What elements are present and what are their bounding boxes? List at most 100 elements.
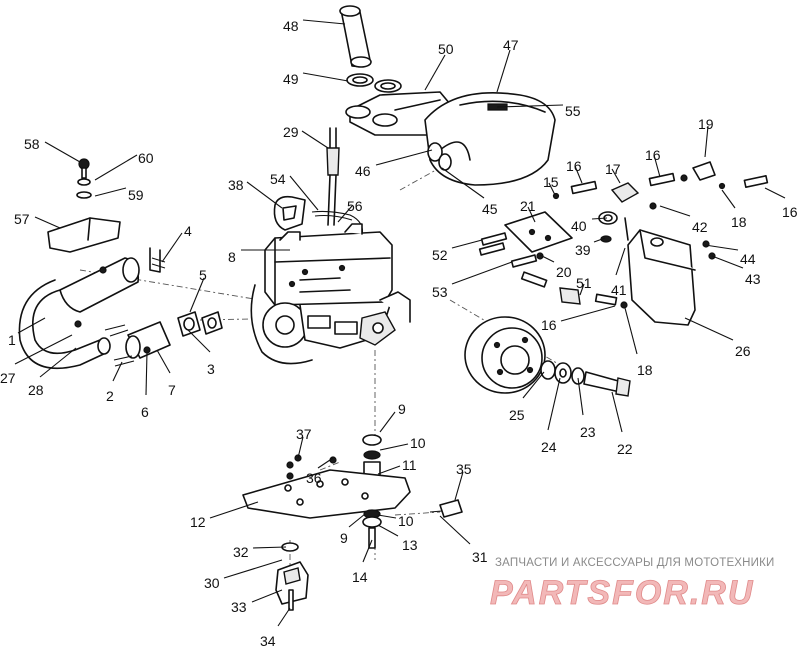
rings-49 [346,73,402,93]
leader-line-c58 [44,141,81,163]
callout-c44: 44 [740,251,756,267]
leader-line-c27 [14,334,73,365]
callout-c26: 26 [735,343,751,359]
callout-c24: 24 [541,439,557,455]
leader-line-c49 [302,72,349,82]
leader-line-c3 [187,329,211,353]
callout-c30: 30 [204,575,220,591]
leader-line-c18a [721,189,736,209]
lever-40 [598,211,629,243]
leader-line-c20 [539,254,555,263]
leader-line-c29 [301,130,329,149]
plate-and-pins-21 [478,211,573,268]
leader-line-c18b [624,307,638,355]
leader-line-c45 [441,167,485,199]
leader-line-c41 [615,247,626,276]
leader-line-c50 [424,54,446,91]
leader-line-c5 [189,277,205,313]
leader-line-c59 [94,187,127,197]
callout-c7: 7 [168,382,176,398]
callout-c57: 57 [14,211,30,227]
exhaust-bracket-57 [47,158,121,253]
callout-c3: 3 [207,361,215,377]
callout-c21: 21 [520,198,536,214]
blower-housing-47 [424,92,556,186]
leader-line-c42 [659,205,691,217]
leader-line-c30 [223,559,283,579]
callout-c4: 4 [184,223,192,239]
leader-line-c15 [548,182,556,196]
linkage-rods-16 [552,161,769,210]
callout-c39: 39 [575,242,591,258]
pulley-46 [427,142,452,171]
leader-line-c11 [377,465,401,475]
callout-c28: 28 [28,382,44,398]
callout-c16a: 16 [566,158,582,174]
callout-c18a: 18 [731,214,747,230]
leader-line-c51 [579,283,585,296]
callout-c45: 45 [482,201,498,217]
callout-c40: 40 [571,218,587,234]
leader-line-c54 [289,175,319,211]
leader-line-c10a [379,443,409,451]
callout-c16d: 16 [541,317,557,333]
leader-line-c23 [577,377,584,416]
callout-c60: 60 [138,150,154,166]
watermark-logo: PARTSFOR.RU [490,574,754,612]
callout-c53: 53 [432,284,448,300]
leader-line-c44 [704,244,739,251]
callout-c54: 54 [270,171,286,187]
leader-line-c19 [704,125,709,158]
callout-c11: 11 [402,457,417,473]
callout-c15: 15 [543,174,559,190]
callout-c43: 43 [745,271,761,287]
leader-line-c55 [496,104,564,108]
cable-29 [326,127,340,226]
leader-line-c53 [451,261,513,285]
callout-c51: 51 [576,275,592,291]
linkage-51 [520,271,628,309]
leader-line-c22 [611,391,623,433]
callout-c16c: 16 [782,204,798,220]
leader-line-c7 [156,349,171,374]
leader-line-c12 [209,501,259,519]
callout-c12: 12 [190,514,206,530]
callout-c6: 6 [141,404,149,420]
lift-handle-38 [273,195,306,231]
callout-c20: 20 [556,264,572,280]
callout-c22: 22 [617,441,633,457]
leader-line-c46 [375,149,433,166]
callout-c33: 33 [231,599,247,615]
callout-c35: 35 [456,461,472,477]
exhaust-muffler-1 [18,247,166,370]
elbow-tube-48 [339,5,372,68]
callout-c2: 2 [106,388,114,404]
callout-c16b: 16 [645,147,661,163]
leader-line-c35 [454,471,464,501]
leader-line-c2 [112,361,123,382]
callout-c13: 13 [402,537,418,553]
leader-line-c1 [17,317,46,334]
washers-bolt-22 [540,360,631,397]
callout-c14: 14 [352,569,368,585]
leader-lines [14,19,786,627]
leader-line-c9b [348,513,366,528]
leader-line-c39 [593,237,606,243]
leader-line-c13 [377,524,399,537]
watermark: ЗАПЧАСТИ И АКСЕССУАРЫ ДЛЯ МОТОТЕХНИКИ PA… [490,557,775,612]
leader-line-c10b [377,514,397,519]
callout-c41: 41 [611,282,627,298]
callout-c55: 55 [565,103,581,119]
leader-line-c60 [94,154,138,181]
callout-c27: 27 [0,370,16,386]
leader-line-c33 [251,589,283,603]
callout-c42: 42 [692,219,708,235]
bolt-35 [429,499,463,518]
callout-c31: 31 [472,549,488,565]
leader-line-c16a [574,165,583,184]
leader-line-c28 [39,347,77,378]
callout-c25: 25 [509,407,525,423]
callout-c17: 17 [605,161,621,177]
callout-c38: 38 [228,177,244,193]
callout-c52: 52 [432,247,448,263]
